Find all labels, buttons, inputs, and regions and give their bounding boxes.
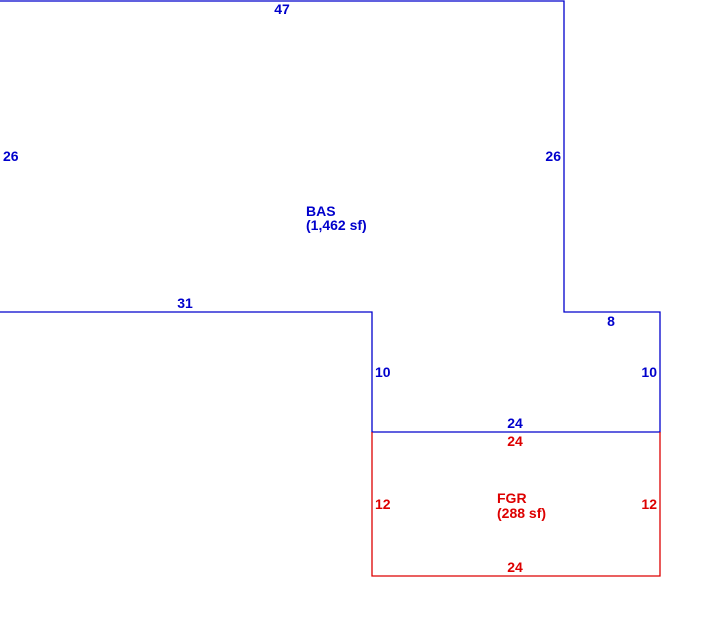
bas-dimensions: 47 26 26 31 8 10 10 24 [3, 1, 657, 431]
fgr-dim-top: 24 [507, 433, 523, 449]
bas-dim-right: 26 [545, 148, 561, 164]
fgr-area: (288 sf) [497, 505, 546, 521]
bas-dim-bottom: 24 [507, 415, 523, 431]
fgr-dim-left: 12 [375, 496, 391, 512]
fgr-area-label: FGR (288 sf) [497, 490, 546, 521]
bas-outline [0, 0, 661, 433]
bas-dim-bottom-left: 31 [177, 295, 193, 311]
bas-code: BAS [306, 203, 336, 219]
fgr-dim-bottom: 24 [507, 559, 523, 575]
bas-area-label: BAS (1,462 sf) [306, 203, 367, 233]
fgr-code: FGR [497, 490, 527, 506]
bas-dim-left: 26 [3, 148, 19, 164]
fgr-dim-right: 12 [641, 496, 657, 512]
bas-dim-step-right: 8 [607, 313, 615, 329]
fgr-outline [371, 432, 661, 577]
bas-dim-top: 47 [274, 1, 290, 17]
bas-area: (1,462 sf) [306, 217, 367, 233]
bas-dim-inner-left: 10 [375, 364, 391, 380]
fgr-dimensions: 24 12 12 24 [375, 433, 657, 575]
bas-dim-inner-right: 10 [641, 364, 657, 380]
